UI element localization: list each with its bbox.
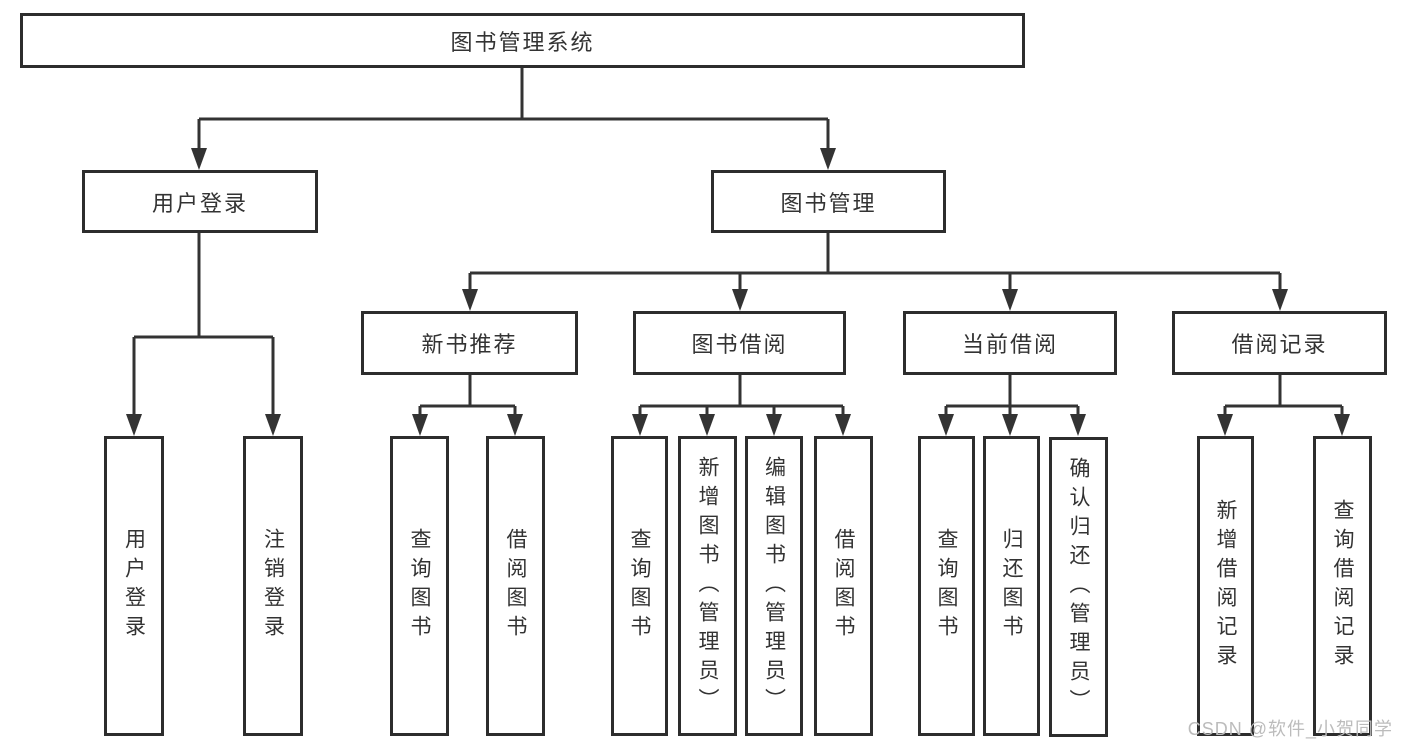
node-root-library-system: 图书管理系统 bbox=[20, 13, 1025, 68]
node-label: 当前借阅 bbox=[961, 332, 1058, 357]
leaf-borrow-books-recommend: 借阅图书 bbox=[486, 436, 545, 736]
node-label: 图书管理系统 bbox=[450, 29, 595, 55]
leaf-edit-book-admin: 编辑图书（管理员） bbox=[745, 436, 803, 736]
node-label: 新增借阅记录 bbox=[1214, 499, 1238, 673]
node-borrowing-records: 借阅记录 bbox=[1172, 311, 1387, 375]
leaf-logout-login: 注销登录 bbox=[243, 436, 303, 736]
node-label: 查询借阅记录 bbox=[1331, 499, 1355, 673]
node-label: 新增图书（管理员） bbox=[696, 455, 720, 717]
leaf-confirm-return-admin: 确认归还（管理员） bbox=[1049, 437, 1108, 737]
leaf-add-book-admin: 新增图书（管理员） bbox=[678, 436, 737, 736]
node-current-borrowing: 当前借阅 bbox=[903, 311, 1117, 375]
node-label: 编辑图书（管理员） bbox=[762, 455, 786, 717]
node-book-management: 图书管理 bbox=[711, 170, 946, 233]
node-label: 查询图书 bbox=[628, 528, 652, 644]
node-label: 查询图书 bbox=[408, 528, 432, 644]
node-label: 借阅记录 bbox=[1231, 332, 1328, 357]
node-label: 用户登录 bbox=[151, 190, 248, 216]
node-label: 图书管理 bbox=[780, 190, 877, 216]
node-label: 确认归还（管理员） bbox=[1067, 456, 1091, 718]
leaf-query-borrow-record: 查询借阅记录 bbox=[1313, 436, 1372, 736]
leaf-query-books-recommend: 查询图书 bbox=[390, 436, 449, 736]
node-label: 用户登录 bbox=[122, 528, 146, 644]
leaf-query-books-current: 查询图书 bbox=[918, 436, 975, 736]
node-label: 借阅图书 bbox=[504, 528, 528, 644]
node-label: 图书借阅 bbox=[691, 332, 788, 357]
node-new-book-recommendation: 新书推荐 bbox=[361, 311, 578, 375]
node-book-borrowing: 图书借阅 bbox=[633, 311, 846, 375]
leaf-borrow-books-borrow: 借阅图书 bbox=[814, 436, 873, 736]
connector-root-branch bbox=[191, 68, 836, 170]
node-user-login: 用户登录 bbox=[82, 170, 318, 233]
connector-new-book-branch bbox=[412, 375, 523, 436]
leaf-user-login: 用户登录 bbox=[104, 436, 164, 736]
leaf-return-books: 归还图书 bbox=[983, 436, 1040, 736]
node-label: 新书推荐 bbox=[421, 332, 518, 357]
node-label: 借阅图书 bbox=[832, 528, 856, 644]
csdn-watermark: CSDN @软件_小贺同学 bbox=[1187, 719, 1393, 739]
connector-book-borrow-branch bbox=[632, 375, 851, 436]
connector-user-login-branch bbox=[126, 233, 281, 436]
connector-current-borrow-branch bbox=[938, 375, 1086, 436]
leaf-query-books-borrow: 查询图书 bbox=[611, 436, 668, 736]
connector-book-management-branch bbox=[462, 233, 1288, 311]
connector-borrow-records-branch bbox=[1217, 375, 1350, 436]
leaf-add-borrow-record: 新增借阅记录 bbox=[1197, 436, 1254, 736]
node-label: 查询图书 bbox=[935, 528, 959, 644]
node-label: 归还图书 bbox=[1000, 528, 1024, 644]
node-label: 注销登录 bbox=[261, 528, 285, 644]
